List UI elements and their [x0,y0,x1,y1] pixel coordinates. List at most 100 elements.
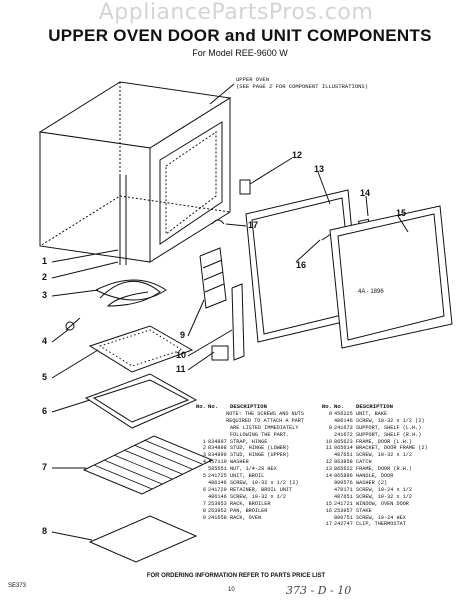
cell-description: WASHER [230,459,249,466]
handwritten-note: 373 - D - 10 [286,584,352,597]
cell-description: CATCH [356,459,372,466]
cell-description: RETAINER, BROIL UNIT [230,486,293,493]
callout-2: 2 [42,272,48,282]
cell-illus-no: 17 [325,521,332,528]
cell-illus-no [192,494,208,501]
cell-description: WASHER (2) [356,479,388,486]
cell-part-no: 834899 [208,452,227,459]
cell-illus-no: 11 [325,445,332,452]
table-row: REQUIRED TO ATTACH A PART [192,418,304,425]
callout-4: 4 [42,336,48,346]
cell-part-no: 865623 [334,438,353,445]
cell-illus-no: 6 [202,486,206,493]
cell-description: SCREW, 10-32 x 1/2 (2) [230,479,299,486]
cell-part-no: 486146 [208,493,227,500]
cell-part-no: 834897 [208,438,227,445]
table-row: ARE LISTED IMMEDIATELY [192,425,304,432]
cell-illus-no: 12 [325,459,332,466]
callout-12: 12 [292,150,303,160]
cell-illus-no [318,452,334,459]
cell-illus-no: 15 [325,500,332,507]
cell-part-no: 865896 [334,473,353,480]
cell-part-no [208,425,230,432]
cell-description: UNIT, BROIL [230,473,265,480]
table-header: No. No. DESCRIPTION [192,403,304,411]
callout-17: 17 [248,220,259,230]
cell-description: SUPPORT, SHELF (L.H.) [356,424,422,431]
cell-illus-no [192,418,207,425]
cell-description: SCREW, 10-24 HEX [356,514,406,521]
callout-16: 16 [296,260,307,270]
table-row: NOTE: THE SCREWS AND NUTS [192,411,304,418]
cell-illus-no: 10 [325,438,332,445]
cell-part-no: 241658 [208,514,227,521]
page-number: 10 [228,587,235,593]
cell-part-no: 487651 [334,493,353,500]
callout-7: 7 [42,462,48,472]
callout-5: 5 [42,372,48,382]
cell-part-no: 253957 [334,507,353,514]
cell-description: STAKE [356,507,372,514]
cell-illus-no: 1 [202,438,206,445]
cell-illus-no: 16 [325,507,332,514]
callout-6: 6 [42,406,48,416]
cell-part-no: 253952 [208,507,227,514]
parts-table-left: No. No. DESCRIPTION NOTE: THE SCREWS AND… [192,403,304,522]
cell-illus-no [192,480,208,487]
cell-illus-no: 8 [202,507,206,514]
page-title: UPPER OVEN DOOR and UNIT COMPONENTS [48,26,432,45]
callout-8: 8 [42,526,48,536]
cell-part-no: 470171 [334,486,353,493]
cell-illus-no [192,425,208,432]
sketch-reference: 4A - 1896 [358,289,384,295]
cell-illus-no [192,432,208,439]
cell-illus-no [318,480,334,487]
cell-illus-no [318,515,334,522]
cell-description: SUPPORT, SHELF (R.H.) [356,431,422,438]
cell-part-no: 456225 [334,410,353,417]
callout-14: 14 [360,188,371,198]
cell-description: HANDLE, DOOR [356,473,394,480]
header-desc: DESCRIPTION [230,403,267,410]
cell-part-no: 486146 [208,479,227,486]
cell-description: FRAME, DOOR (R.H.) [356,466,413,473]
oven-note-line: UPPER OVEN [236,76,270,83]
oven-note-line: (SEE PAGE 2 FOR COMPONENT ILLUSTRATIONS) [236,83,369,90]
cell-description: SCREW, 10-32 x 1/2 [356,493,413,500]
cell-description: RACK, BROILER [230,500,271,507]
cell-part-no: 241725 [208,473,227,480]
cell-illus-no: 14 [325,473,332,480]
cell-part-no: 241721 [334,500,353,507]
header-part: No. [334,403,345,410]
cell-description: FOLLOWING THE PART. [230,431,290,438]
cell-part-no: 457119 [208,459,227,466]
cell-illus-no: 9 [202,514,206,521]
